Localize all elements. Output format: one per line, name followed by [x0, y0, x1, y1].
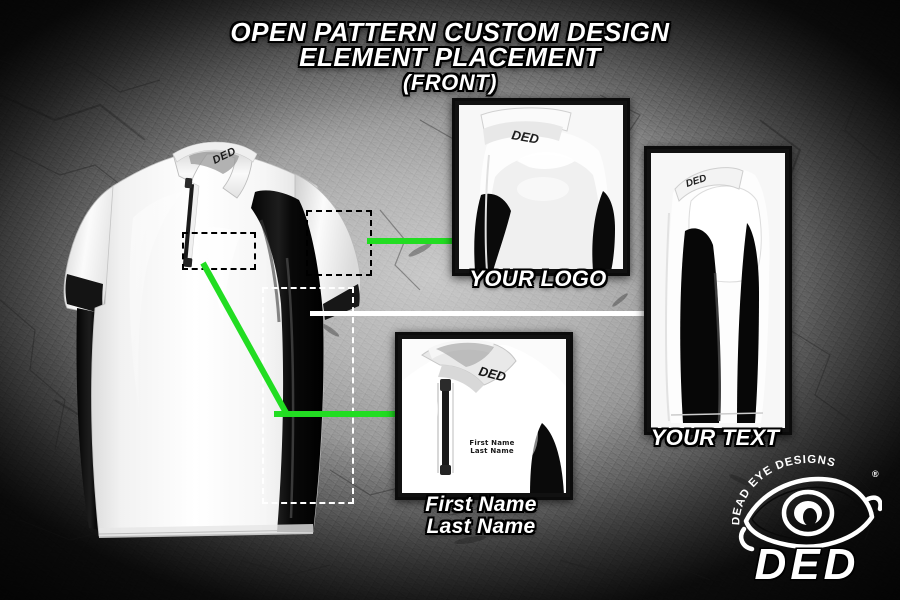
inset-name-image-area: DED First Name Last Name	[402, 339, 566, 493]
connector-green-horizontal-logo	[367, 238, 459, 244]
title-line-1: OPEN PATTERN CUSTOM DESIGN	[230, 17, 670, 47]
svg-text:DED: DED	[510, 127, 540, 147]
connector-green-horizontal-name	[274, 411, 398, 417]
title-line-3: (FRONT)	[403, 70, 497, 95]
printed-name-line-2: Last Name	[470, 447, 514, 455]
main-garment-front-view	[63, 141, 360, 538]
shoulder-sleeve-closeup: DED	[459, 105, 623, 269]
label-your-text: YOUR TEXT	[650, 425, 780, 450]
inset-text-image-area: DED	[651, 153, 785, 428]
inset-panel-text[interactable]: DED	[644, 146, 792, 435]
chest-name-closeup: DED	[402, 339, 566, 493]
printed-name-line-1: First Name	[469, 439, 515, 447]
registered-mark: ®	[872, 469, 879, 479]
placement-box-side-panel[interactable]	[262, 287, 354, 504]
inset-logo-image-area: DED	[459, 105, 623, 269]
placement-box-chest-logo[interactable]	[182, 232, 256, 270]
label-name-line-2: Last Name	[426, 515, 536, 538]
garment-printed-name: First Name Last Name	[457, 439, 527, 455]
title-line-2: ELEMENT PLACEMENT	[299, 42, 601, 72]
label-name-line-1: First Name	[425, 493, 537, 516]
inset-panel-name[interactable]: DED First Name Last Name	[395, 332, 573, 500]
inset-panel-logo[interactable]: DED	[452, 98, 630, 276]
connector-white-horizontal-side	[310, 311, 645, 316]
label-your-logo: YOUR LOGO	[469, 266, 607, 291]
dead-eye-icon: DEAD EYE DESIGNS ®	[730, 454, 883, 552]
brand-logo[interactable]: DEAD EYE DESIGNS ® DED	[730, 454, 883, 590]
placement-box-sleeve-logo[interactable]	[306, 210, 372, 276]
side-view-closeup: DED	[651, 153, 785, 428]
label-first-last-name: First Name Last Name	[385, 494, 577, 538]
svg-text:DED: DED	[477, 363, 508, 384]
brand-wordmark: DED	[754, 540, 860, 589]
page-title: OPEN PATTERN CUSTOM DESIGN ELEMENT PLACE…	[0, 17, 900, 95]
